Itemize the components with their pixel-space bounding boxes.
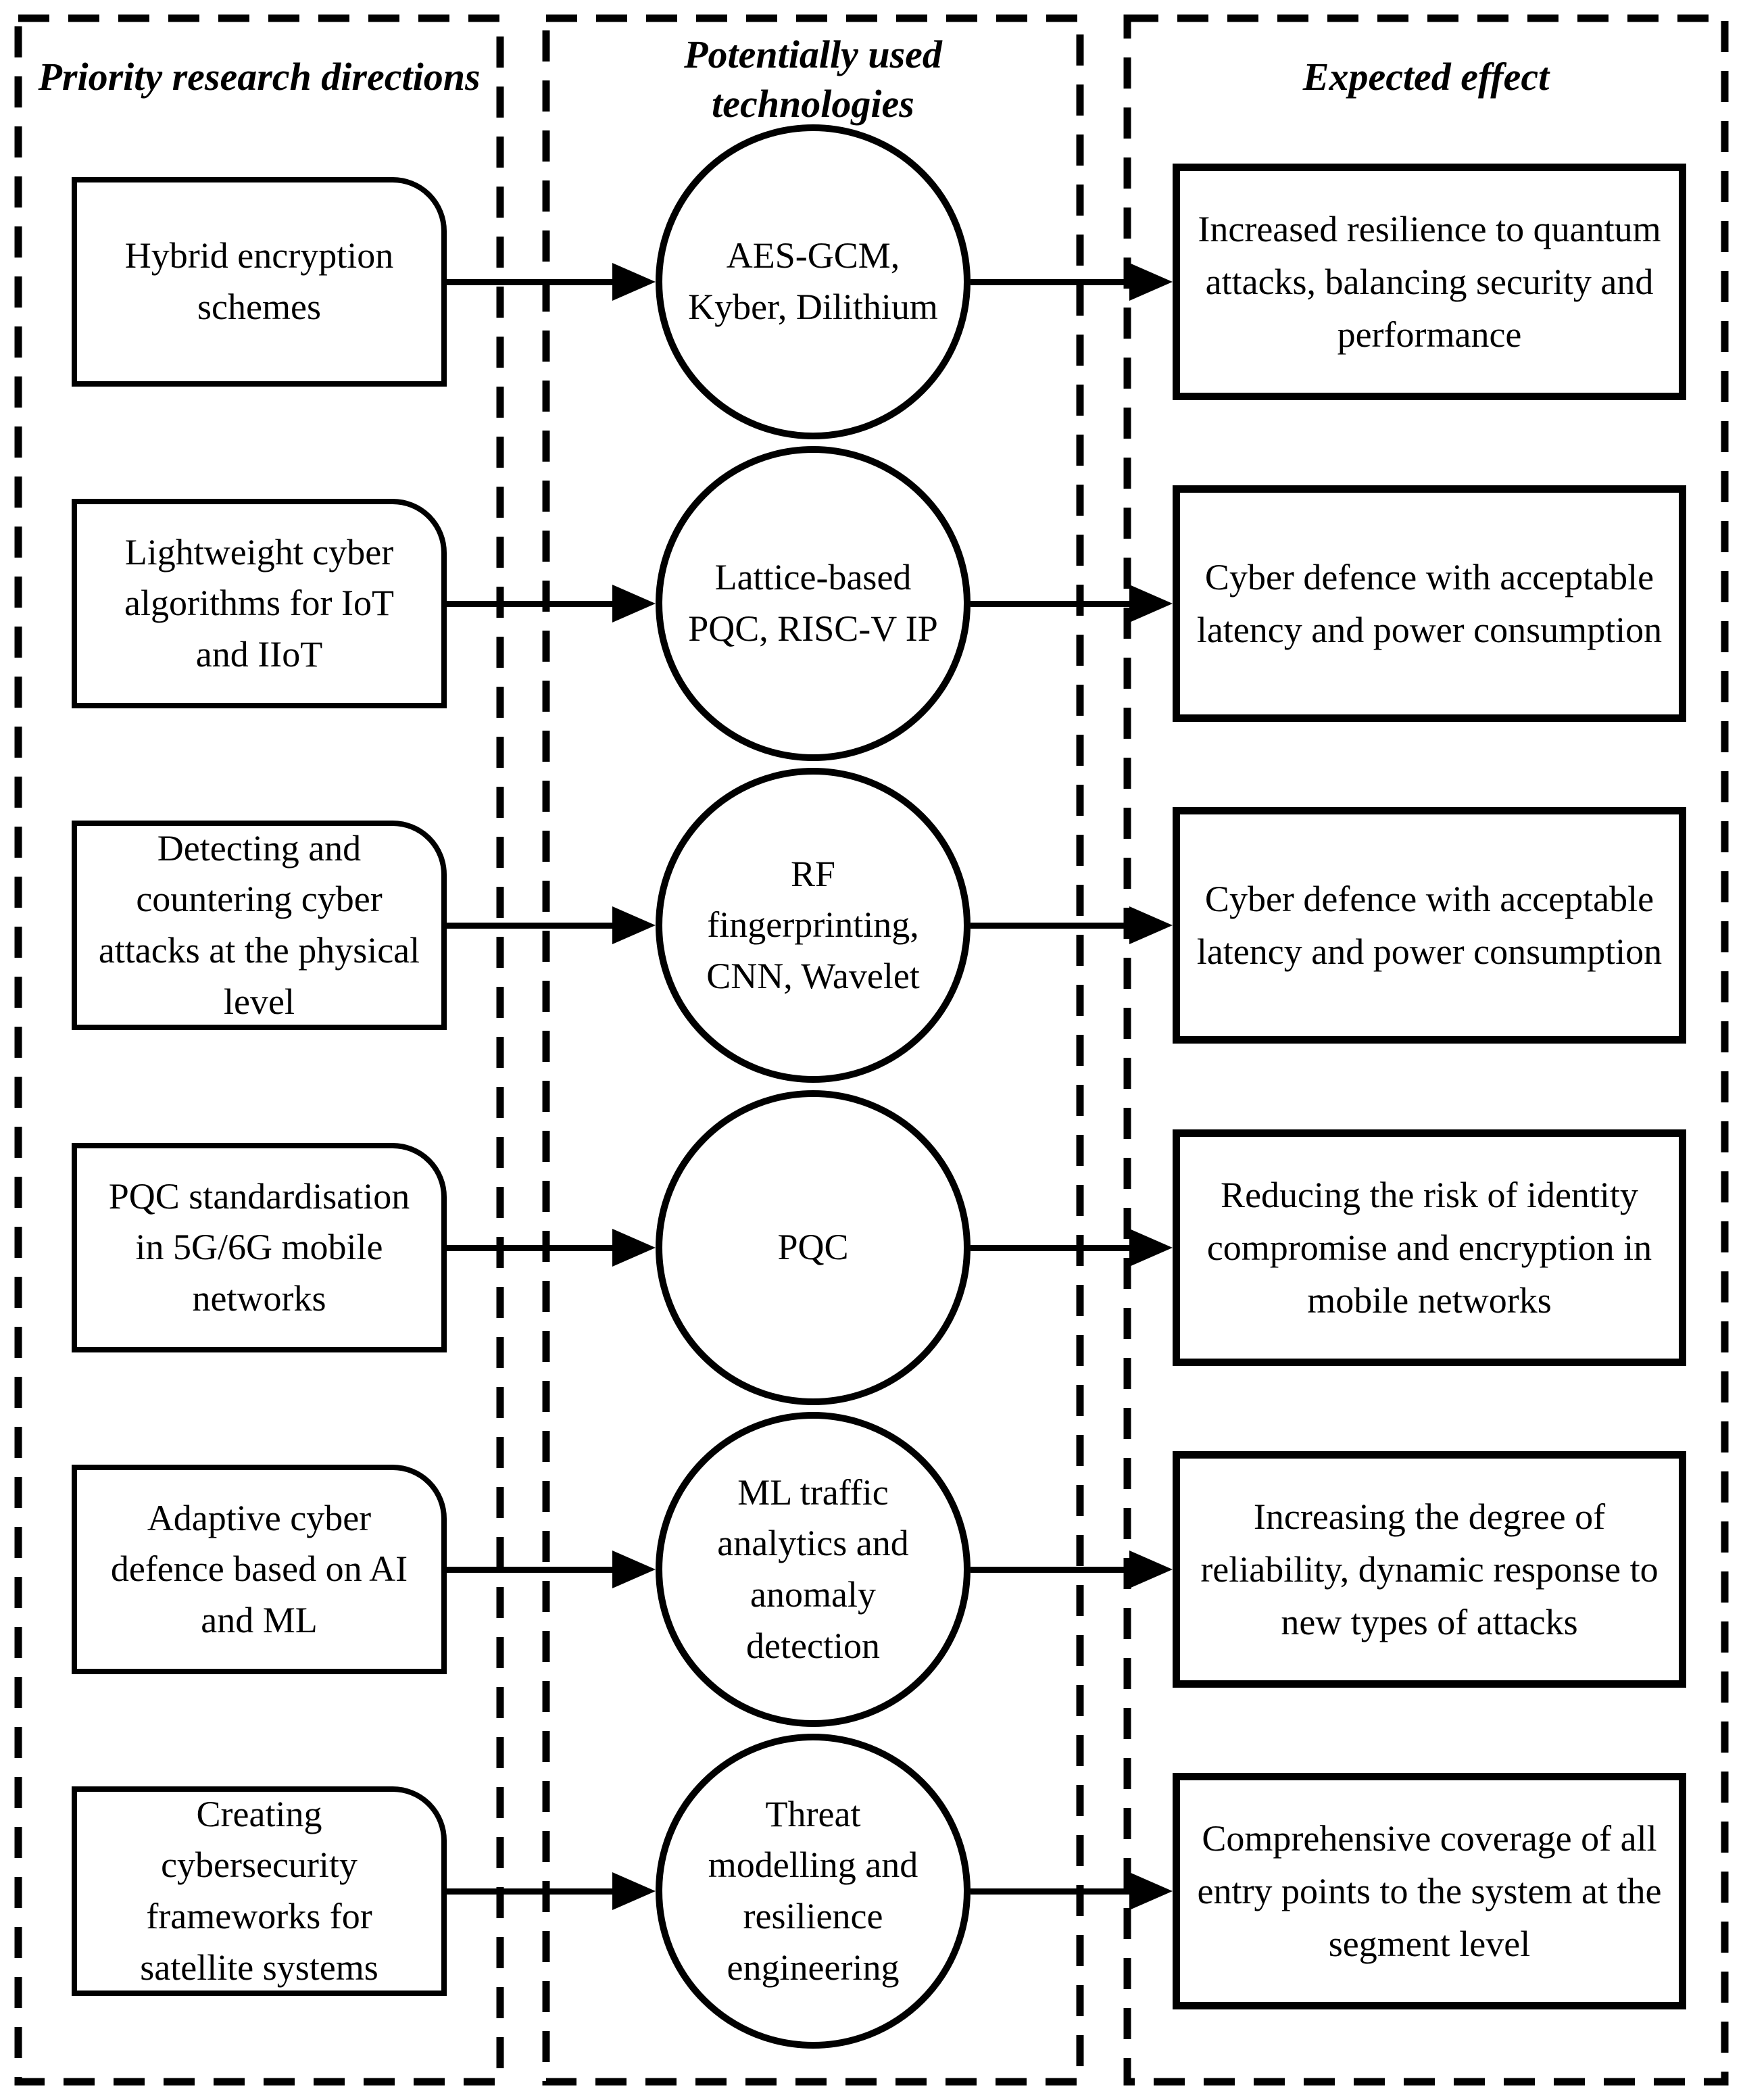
arrow-head: [1129, 585, 1173, 622]
arrow-shaft: [447, 601, 615, 607]
arrow-head: [612, 585, 656, 622]
research-direction-box: Creating cybersecurity frameworks for sa…: [72, 1786, 447, 1996]
research-direction-box: PQC standardisation in 5G/6G mobile netw…: [72, 1143, 447, 1352]
arrow-shaft: [447, 279, 615, 285]
arrow-shaft: [447, 1567, 615, 1573]
technology-label: AES-GCM, Kyber, Dilithium: [688, 235, 938, 327]
technology-label: Lattice-based PQC, RISC-V IP: [688, 557, 938, 649]
arrow-head: [612, 263, 656, 301]
technology-circle: RF fingerprinting, CNN, Wavelet: [656, 768, 971, 1083]
technology-circle: Threat modelling and resilience engineer…: [656, 1734, 971, 2049]
arrow-shaft: [971, 1567, 1131, 1573]
expected-effect-box: Increased resilience to quantum attacks,…: [1173, 164, 1686, 400]
technology-label: ML traffic analytics and anomaly detecti…: [717, 1471, 909, 1666]
research-direction-box: Detecting and countering cyber attacks a…: [72, 821, 447, 1030]
technology-circle: ML traffic analytics and anomaly detecti…: [656, 1412, 971, 1727]
research-direction-box: Adaptive cyber defence based on AI and M…: [72, 1465, 447, 1674]
column-border-technologies: [542, 14, 1084, 2086]
expected-effect-box: Cyber defence with acceptable latency an…: [1173, 485, 1686, 722]
technology-circle: PQC: [656, 1090, 971, 1405]
arrow-head: [1129, 263, 1173, 301]
technology-label: RF fingerprinting, CNN, Wavelet: [706, 853, 920, 996]
research-direction-box: Hybrid encryption schemes: [72, 177, 447, 387]
expected-effect-box: Increasing the degree of reliability, dy…: [1173, 1451, 1686, 1688]
technology-circle: Lattice-based PQC, RISC-V IP: [656, 446, 971, 761]
technology-label: Threat modelling and resilience engineer…: [708, 1793, 918, 1988]
arrow-shaft: [447, 1245, 615, 1251]
expected-effect-box: Comprehensive coverage of all entry poin…: [1173, 1773, 1686, 2009]
research-direction-box: Lightweight cyber algorithms for IoT and…: [72, 499, 447, 708]
column-border-priority: [14, 14, 504, 2086]
arrow-head: [612, 1550, 656, 1588]
arrow-head: [612, 906, 656, 944]
arrow-shaft: [971, 279, 1131, 285]
arrow-shaft: [971, 923, 1131, 929]
expected-effect-box: Reducing the risk of identity compromise…: [1173, 1129, 1686, 1366]
column-header-label: Expected effect: [1302, 55, 1550, 99]
arrow-head: [1129, 1872, 1173, 1910]
arrow-head: [612, 1229, 656, 1267]
arrow-head: [1129, 1550, 1173, 1588]
arrow-shaft: [447, 923, 615, 929]
arrow-shaft: [971, 1245, 1131, 1251]
arrow-shaft: [971, 1888, 1131, 1895]
column-header-priority-research-directions: Priority research directions: [18, 53, 500, 102]
technology-circle: AES-GCM, Kyber, Dilithium: [656, 124, 971, 439]
column-border-effect: [1123, 14, 1729, 2086]
expected-effect-box: Cyber defence with acceptable latency an…: [1173, 807, 1686, 1044]
technology-label: PQC: [777, 1227, 849, 1268]
arrow-head: [612, 1872, 656, 1910]
column-header-potentially-used-technologies: Potentially used technologies: [546, 30, 1080, 128]
column-header-expected-effect: Expected effect: [1127, 53, 1725, 102]
column-header-label: Priority research directions: [38, 55, 481, 99]
arrow-shaft: [447, 1888, 615, 1895]
arrow-shaft: [971, 601, 1131, 607]
column-header-label: Potentially used technologies: [684, 32, 942, 126]
arrow-head: [1129, 906, 1173, 944]
arrow-head: [1129, 1229, 1173, 1267]
